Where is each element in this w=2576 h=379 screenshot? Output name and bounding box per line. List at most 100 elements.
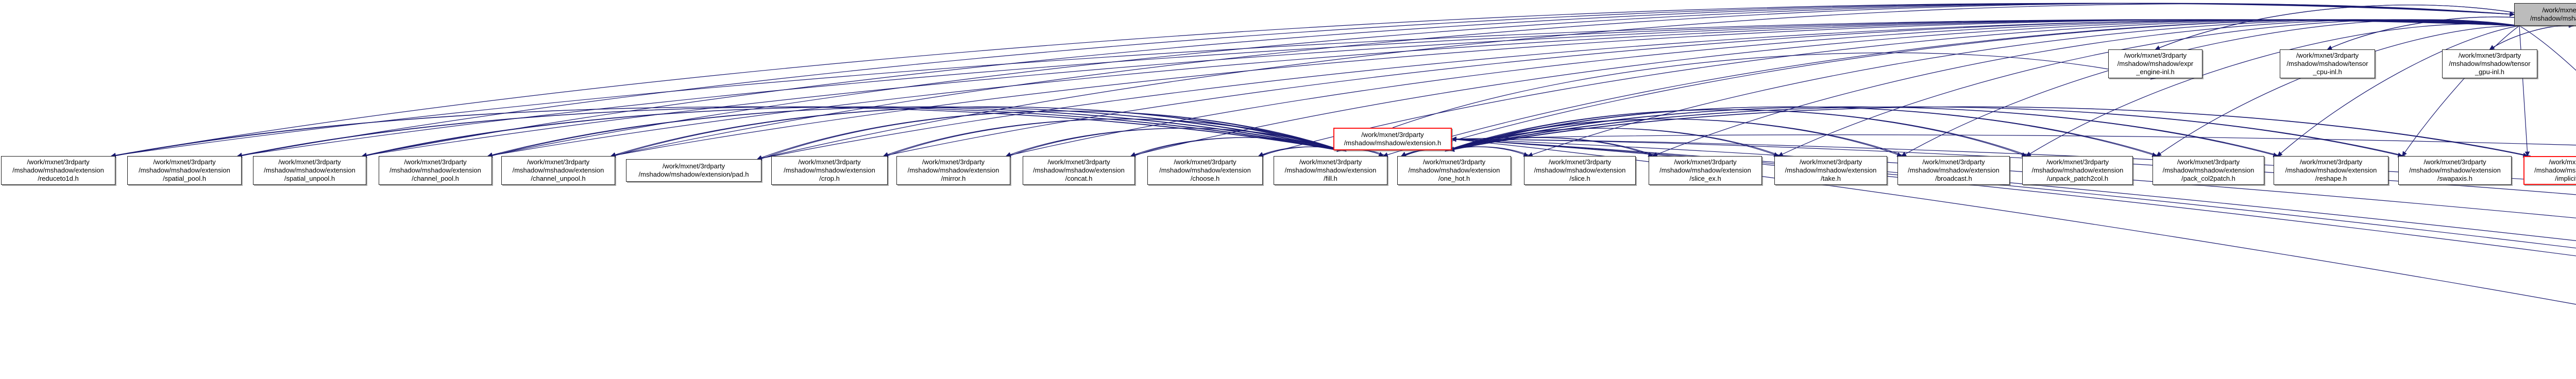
graph-node-label-line: /mshadow/mshadow/tensor.h xyxy=(2530,14,2576,22)
graph-node-e_mirror[interactable]: /work/mxnet/3rdparty/mshadow/mshadow/ext… xyxy=(896,156,1010,185)
graph-node-e_swapaxis[interactable]: /work/mxnet/3rdparty/mshadow/mshadow/ext… xyxy=(2398,156,2512,185)
graph-edge xyxy=(2489,23,2574,50)
graph-node-label-line: /work/mxnet/3rdparty xyxy=(27,158,90,166)
graph-node-label-line: /work/mxnet/3rdparty xyxy=(2124,51,2187,59)
graph-edge xyxy=(2277,25,2520,157)
graph-node-e_choose[interactable]: /work/mxnet/3rdparty/mshadow/mshadow/ext… xyxy=(1147,156,1263,185)
graph-node-label-line: /mshadow/mshadow/extension xyxy=(264,166,355,174)
graph-edge xyxy=(240,106,1342,157)
graph-node-e_spatial_pool[interactable]: /work/mxnet/3rdparty/mshadow/mshadow/ext… xyxy=(127,156,242,185)
graph-node-label-line: /mshadow/mshadow/extension xyxy=(784,166,875,174)
graph-node-e_channel_pool[interactable]: /work/mxnet/3rdparty/mshadow/mshadow/ext… xyxy=(379,156,492,185)
graph-edge xyxy=(1449,137,1656,157)
graph-node-label-line: /mshadow/mshadow/extension xyxy=(1033,166,1125,174)
graph-node-label-line: /channel_pool.h xyxy=(412,175,459,182)
graph-node-label-line: /mshadow/mshadow/extension xyxy=(1408,166,1500,174)
graph-node-label-line: /work/mxnet/3rdparty xyxy=(1674,158,1737,166)
graph-node-label-line: /work/mxnet/3rdparty xyxy=(1361,131,1424,139)
graph-node-label-line: /mshadow/mshadow/extension xyxy=(12,166,104,174)
graph-node-label-line: /slice_ex.h xyxy=(1689,175,1721,182)
graph-edge xyxy=(1446,109,2027,157)
graph-node-label-line: /mshadow/mshadow/tensor xyxy=(2286,60,2368,67)
graph-node-e_take[interactable]: /work/mxnet/3rdparty/mshadow/mshadow/ext… xyxy=(1774,156,1887,185)
graph-node-label-line: /crop.h xyxy=(819,175,840,182)
graph-node-label-line: /work/mxnet/3rdparty xyxy=(1299,158,1362,166)
graph-node-label-line: /mshadow/mshadow/extension xyxy=(512,166,604,174)
graph-edge xyxy=(757,3,2515,160)
graph-node-e_unpack[interactable]: /work/mxnet/3rdparty/mshadow/mshadow/ext… xyxy=(2022,156,2133,185)
graph-edge xyxy=(365,106,1342,157)
graph-node-label-line: /work/mxnet/3rdparty xyxy=(1548,158,1612,166)
graph-node-label-line: /one_hot.h xyxy=(1438,175,1470,182)
graph-node-label-line: /work/mxnet/3rdparty xyxy=(922,158,985,166)
graph-edge xyxy=(2402,25,2520,157)
graph-edge xyxy=(1449,106,2160,157)
graph-node-label-line: /fill.h xyxy=(1324,175,1337,182)
graph-edge xyxy=(2519,25,2576,71)
graph-node-label-line: /mshadow/mshadow/extension xyxy=(2031,166,2124,174)
graph-node-label-line: /mshadow/mshadow/extension xyxy=(1284,166,1377,174)
graph-node-label-line: /work/mxnet/3rdparty xyxy=(153,158,216,166)
graph-node-label-line: /spatial_pool.h xyxy=(163,175,206,182)
graph-node-e_concat[interactable]: /work/mxnet/3rdparty/mshadow/mshadow/ext… xyxy=(1023,156,1135,185)
graph-node-e_pack[interactable]: /work/mxnet/3rdparty/mshadow/mshadow/ext… xyxy=(2153,156,2264,185)
graph-node-label-line: /mshadow/mshadow/expr xyxy=(2117,60,2194,67)
graph-edge xyxy=(1901,19,2520,157)
graph-node-label-line: /work/mxnet/3rdparty xyxy=(2299,158,2363,166)
graph-node-label-line: /mshadow/mshadow/extension/pad.h xyxy=(638,170,749,178)
graph-edge xyxy=(2519,25,2530,157)
graph-node-label-line: /work/mxnet/3rdparty xyxy=(2296,51,2359,59)
graph-edge xyxy=(2156,25,2520,157)
graph-node-label-line: /spatial_unpool.h xyxy=(284,175,335,182)
graph-node-label-line: /mirror.h xyxy=(941,175,966,182)
graph-node-root[interactable]: /work/mxnet/3rdparty/mshadow/mshadow/ten… xyxy=(2514,3,2576,26)
graph-node-label-line: /mshadow/mshadow/extension xyxy=(2409,166,2501,174)
graph-edge xyxy=(114,106,1342,157)
graph-node-label-line: /implicit_gemm.h xyxy=(2555,175,2576,182)
graph-node-extension[interactable]: /work/mxnet/3rdparty/mshadow/mshadow/ext… xyxy=(1333,128,1452,150)
graph-node-e_implicit_gemm[interactable]: /work/mxnet/3rdparty/mshadow/mshadow/ext… xyxy=(2523,156,2576,185)
graph-node-tensor_gpu[interactable]: /work/mxnet/3rdparty/mshadow/mshadow/ten… xyxy=(2442,49,2537,78)
graph-node-label-line: /mshadow/mshadow/extension xyxy=(1159,166,1251,174)
graph-node-label-line: /work/mxnet/3rdparty xyxy=(798,158,861,166)
graph-node-label-line: /mshadow/mshadow/extension xyxy=(1785,166,1877,174)
graph-node-label-line: /mshadow/mshadow/extension xyxy=(2285,166,2377,174)
graph-node-e_one_hot[interactable]: /work/mxnet/3rdparty/mshadow/mshadow/ext… xyxy=(1397,156,1511,185)
graph-node-label-line: /concat.h xyxy=(1065,175,1093,182)
graph-node-label-line: /mshadow/mshadow/extension xyxy=(2534,166,2576,174)
graph-node-label-line: /mshadow/mshadow/extension xyxy=(1908,166,1999,174)
graph-edge xyxy=(1446,106,2278,158)
graph-node-label-line: /work/mxnet/3rdparty xyxy=(1922,158,1985,166)
graph-node-e_channel_unpool[interactable]: /work/mxnet/3rdparty/mshadow/mshadow/ext… xyxy=(501,156,615,185)
graph-edge xyxy=(1449,106,2281,157)
graph-node-e_broadcast[interactable]: /work/mxnet/3rdparty/mshadow/mshadow/ext… xyxy=(1897,156,2010,185)
graph-node-tensor_cpu[interactable]: /work/mxnet/3rdparty/mshadow/mshadow/ten… xyxy=(2280,49,2375,78)
graph-edge xyxy=(490,106,1342,157)
graph-node-e_fill[interactable]: /work/mxnet/3rdparty/mshadow/mshadow/ext… xyxy=(1274,156,1387,185)
graph-node-label-line: /mshadow/mshadow/tensor xyxy=(2449,60,2531,67)
graph-node-label-line: /channel_unpool.h xyxy=(531,175,586,182)
graph-node-label-line: /work/mxnet/3rdparty xyxy=(2549,158,2576,166)
graph-node-label-line: /mshadow/mshadow/extension xyxy=(907,166,999,174)
graph-node-e_reduceto1d[interactable]: /work/mxnet/3rdparty/mshadow/mshadow/ext… xyxy=(1,156,115,185)
graph-node-e_spatial_unpool[interactable]: /work/mxnet/3rdparty/mshadow/mshadow/ext… xyxy=(253,156,366,185)
graph-node-label-line: /reshape.h xyxy=(2315,175,2347,182)
graph-node-label-line: /work/mxnet/3rdparty xyxy=(1174,158,1236,166)
graph-node-label-line: /broadcast.h xyxy=(1935,175,1972,182)
graph-node-e_crop[interactable]: /work/mxnet/3rdparty/mshadow/mshadow/ext… xyxy=(771,156,888,185)
graph-node-e_slice_ex[interactable]: /work/mxnet/3rdparty/mshadow/mshadow/ext… xyxy=(1649,156,1762,185)
graph-edge xyxy=(1009,128,1342,157)
graph-node-e_reshape[interactable]: /work/mxnet/3rdparty/mshadow/mshadow/ext… xyxy=(2274,156,2388,185)
graph-edge xyxy=(1451,134,2576,146)
graph-node-label-line: /work/mxnet/3rdparty xyxy=(1422,158,1486,166)
graph-node-e_pad[interactable]: /work/mxnet/3rdparty/mshadow/mshadow/ext… xyxy=(626,159,761,182)
graph-node-expr_engine[interactable]: /work/mxnet/3rdparty/mshadow/mshadow/exp… xyxy=(2108,49,2202,78)
graph-node-label-line: /work/mxnet/3rdparty xyxy=(527,158,590,166)
graph-node-e_slice[interactable]: /work/mxnet/3rdparty/mshadow/mshadow/ext… xyxy=(1524,156,1636,185)
graph-node-label-line: /pack_col2patch.h xyxy=(2181,175,2235,182)
graph-node-label-line: _cpu-inl.h xyxy=(2313,68,2342,76)
graph-edge xyxy=(886,118,1342,157)
graph-edge xyxy=(1449,106,2531,157)
